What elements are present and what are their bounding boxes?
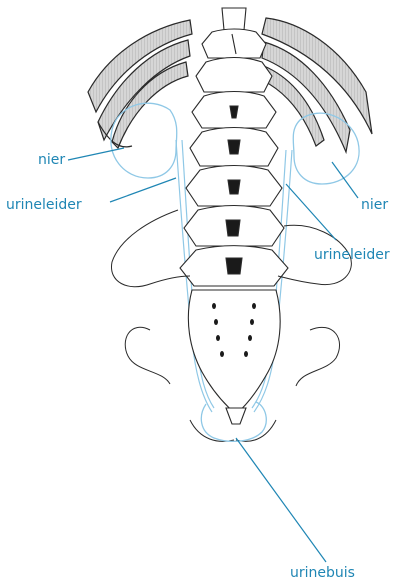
- leader-ureter-right: [286, 184, 336, 240]
- right-kidney-shape: [293, 113, 359, 184]
- sacrum: [188, 290, 280, 424]
- kidney-right-label: nier: [361, 197, 388, 213]
- kidney-left-label: nier: [38, 152, 65, 168]
- leader-urethra: [236, 438, 326, 562]
- ureter-left-label: urineleider: [6, 197, 82, 213]
- leader-ureter-left: [110, 178, 176, 202]
- ureter-right-label: urineleider: [314, 247, 390, 263]
- urethra-label: urinebuis: [290, 565, 355, 581]
- right-ribs: [262, 18, 372, 152]
